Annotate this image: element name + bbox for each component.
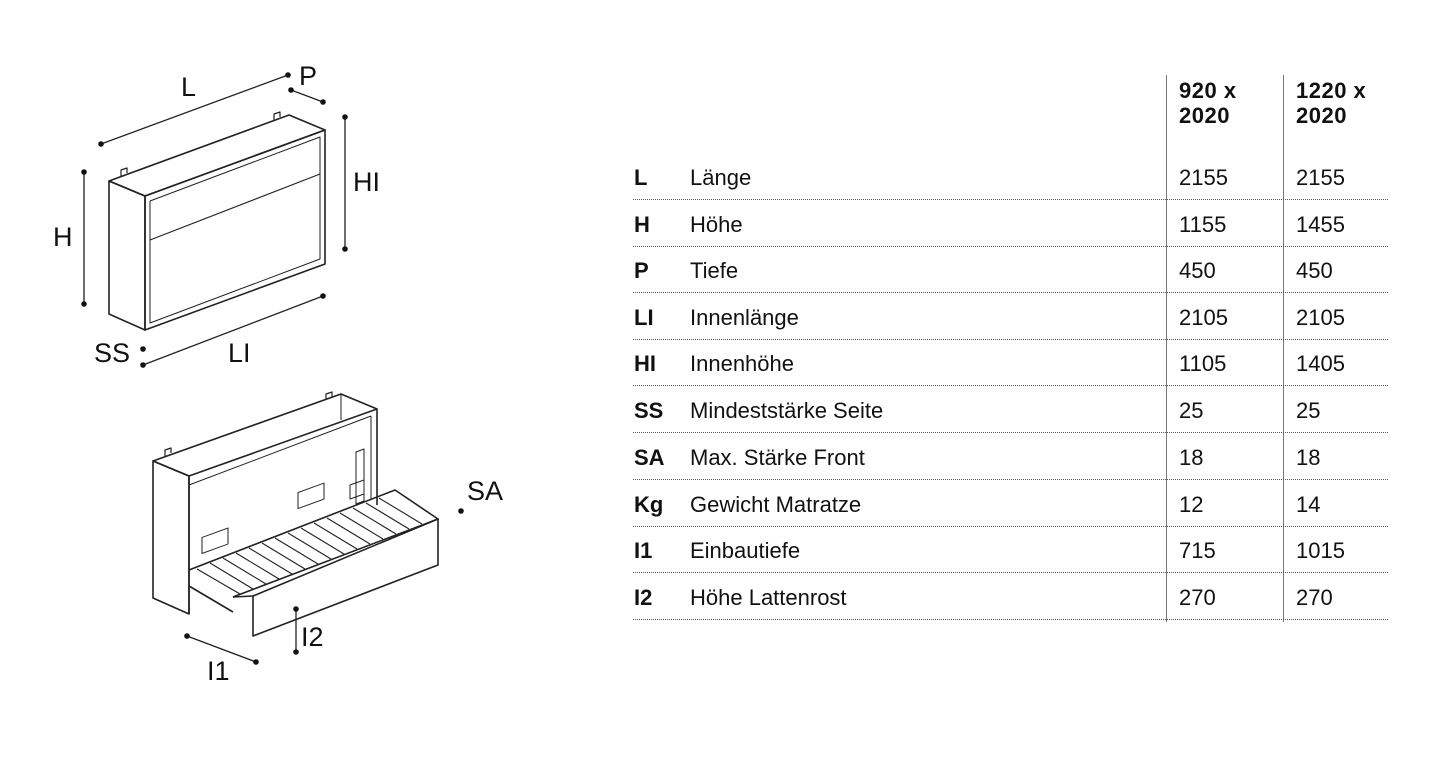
row-abbr: I2 [634, 585, 653, 610]
row-abbr: HI [634, 351, 656, 376]
row-name: Höhe [690, 212, 743, 237]
row-value-1220: 2155 [1296, 165, 1345, 190]
column-header-920: 920 x 2020 [1179, 78, 1237, 128]
row-name: Gewicht Matratze [690, 492, 862, 517]
row-abbr: LI [634, 305, 654, 330]
column-header-line1: 1220 x [1296, 78, 1367, 103]
label-length: L [181, 72, 196, 102]
row-value-920: 18 [1179, 445, 1204, 470]
table-row: L Länge 2155 2155 [633, 153, 1388, 200]
row-name: Tiefe [690, 258, 739, 283]
row-value-1220: 25 [1296, 398, 1321, 423]
table-row: LI Innenlänge 2105 2105 [633, 293, 1388, 340]
label-slat-height: I2 [301, 622, 324, 652]
row-abbr: SA [634, 445, 665, 470]
column-header-line1: 920 x [1179, 78, 1237, 103]
label-depth: P [299, 61, 317, 91]
row-abbr: L [634, 165, 648, 190]
row-value-920: 2155 [1179, 165, 1228, 190]
row-value-920: 1105 [1179, 351, 1227, 376]
column-header-line2: 2020 [1296, 103, 1347, 128]
column-header-line2: 2020 [1179, 103, 1230, 128]
row-value-1220: 270 [1296, 585, 1333, 610]
column-divider-2 [1283, 75, 1284, 622]
label-front-thickness: SA [467, 476, 503, 506]
row-value-1220: 14 [1296, 492, 1321, 517]
row-value-920: 1155 [1179, 212, 1227, 237]
open-bed-drawing [152, 391, 464, 665]
row-value-920: 715 [1179, 538, 1216, 563]
row-value-1220: 18 [1296, 445, 1321, 470]
row-value-920: 270 [1179, 585, 1216, 610]
table-row: I1 Einbautiefe 715 1015 [633, 526, 1388, 573]
row-name: Max. Stärke Front [690, 445, 865, 470]
label-inner-length: LI [228, 338, 251, 368]
table-row: H Höhe 1155 1455 [633, 200, 1388, 247]
row-abbr: P [634, 258, 649, 283]
row-value-920: 25 [1179, 398, 1204, 423]
row-value-920: 12 [1179, 492, 1204, 517]
row-abbr: Kg [634, 492, 664, 517]
row-name: Länge [690, 165, 752, 190]
row-value-920: 2105 [1179, 305, 1228, 330]
column-divider-1 [1166, 75, 1167, 622]
label-height: H [53, 222, 73, 252]
table-row: HI Innenhöhe 1105 1405 [633, 339, 1388, 386]
table-row: SA Max. Stärke Front 18 18 [633, 433, 1388, 480]
row-abbr: H [634, 212, 650, 237]
row-name: Höhe Lattenrost [690, 585, 847, 610]
row-value-1220: 1405 [1296, 351, 1345, 376]
row-value-1220: 1015 [1296, 538, 1345, 563]
row-name: Einbautiefe [690, 538, 801, 563]
row-name: Innenhöhe [690, 351, 794, 376]
closed-bed-drawing [81, 72, 348, 368]
table-row: SS Mindeststärke Seite 25 25 [633, 386, 1388, 433]
row-value-1220: 2105 [1296, 305, 1345, 330]
table-row: P Tiefe 450 450 [633, 246, 1388, 293]
row-name: Mindeststärke Seite [690, 398, 884, 423]
row-value-1220: 1455 [1296, 212, 1345, 237]
label-inner-height: HI [353, 167, 380, 197]
row-name: Innenlänge [690, 305, 799, 330]
column-header-1220: 1220 x 2020 [1296, 78, 1366, 128]
technical-drawings: L P H HI SS LI [0, 0, 620, 763]
label-side-thickness: SS [94, 338, 130, 368]
table-row: I2 Höhe Lattenrost 270 270 [633, 573, 1388, 620]
row-value-920: 450 [1179, 258, 1216, 283]
row-abbr: SS [634, 398, 664, 423]
label-install-depth: I1 [207, 656, 230, 686]
row-value-1220: 450 [1296, 258, 1333, 283]
row-abbr: I1 [634, 538, 653, 563]
table-row: Kg Gewicht Matratze 12 14 [633, 480, 1388, 527]
